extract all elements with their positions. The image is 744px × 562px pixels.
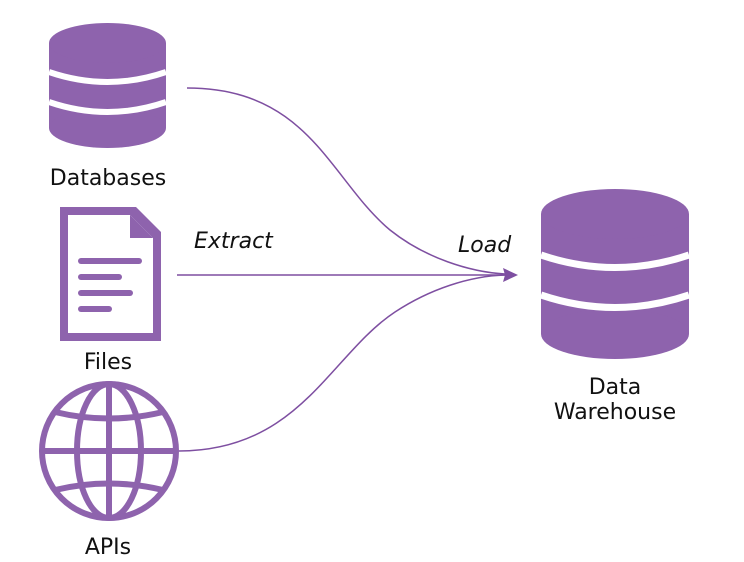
databases-icon: [48, 23, 167, 148]
databases-label: Databases: [49, 166, 167, 191]
data-warehouse-label-line2: Warehouse: [553, 400, 677, 426]
data-warehouse-label-line1: Data: [588, 375, 642, 400]
extract-label: Extract: [194, 229, 273, 254]
files-icon: [60, 207, 161, 341]
databases-flow-line: [186, 87, 506, 275]
apis-label: APIs: [84, 535, 132, 560]
files-label: Files: [83, 350, 133, 375]
data-warehouse-icon: [539, 189, 691, 359]
load-label: Load: [458, 233, 512, 258]
flow-lines: [177, 87, 506, 452]
data-warehouse-label: Data Warehouse: [554, 375, 676, 426]
flow-arrowhead: [503, 268, 518, 282]
apis-flow-line: [178, 274, 506, 452]
apis-icon: [39, 381, 179, 521]
